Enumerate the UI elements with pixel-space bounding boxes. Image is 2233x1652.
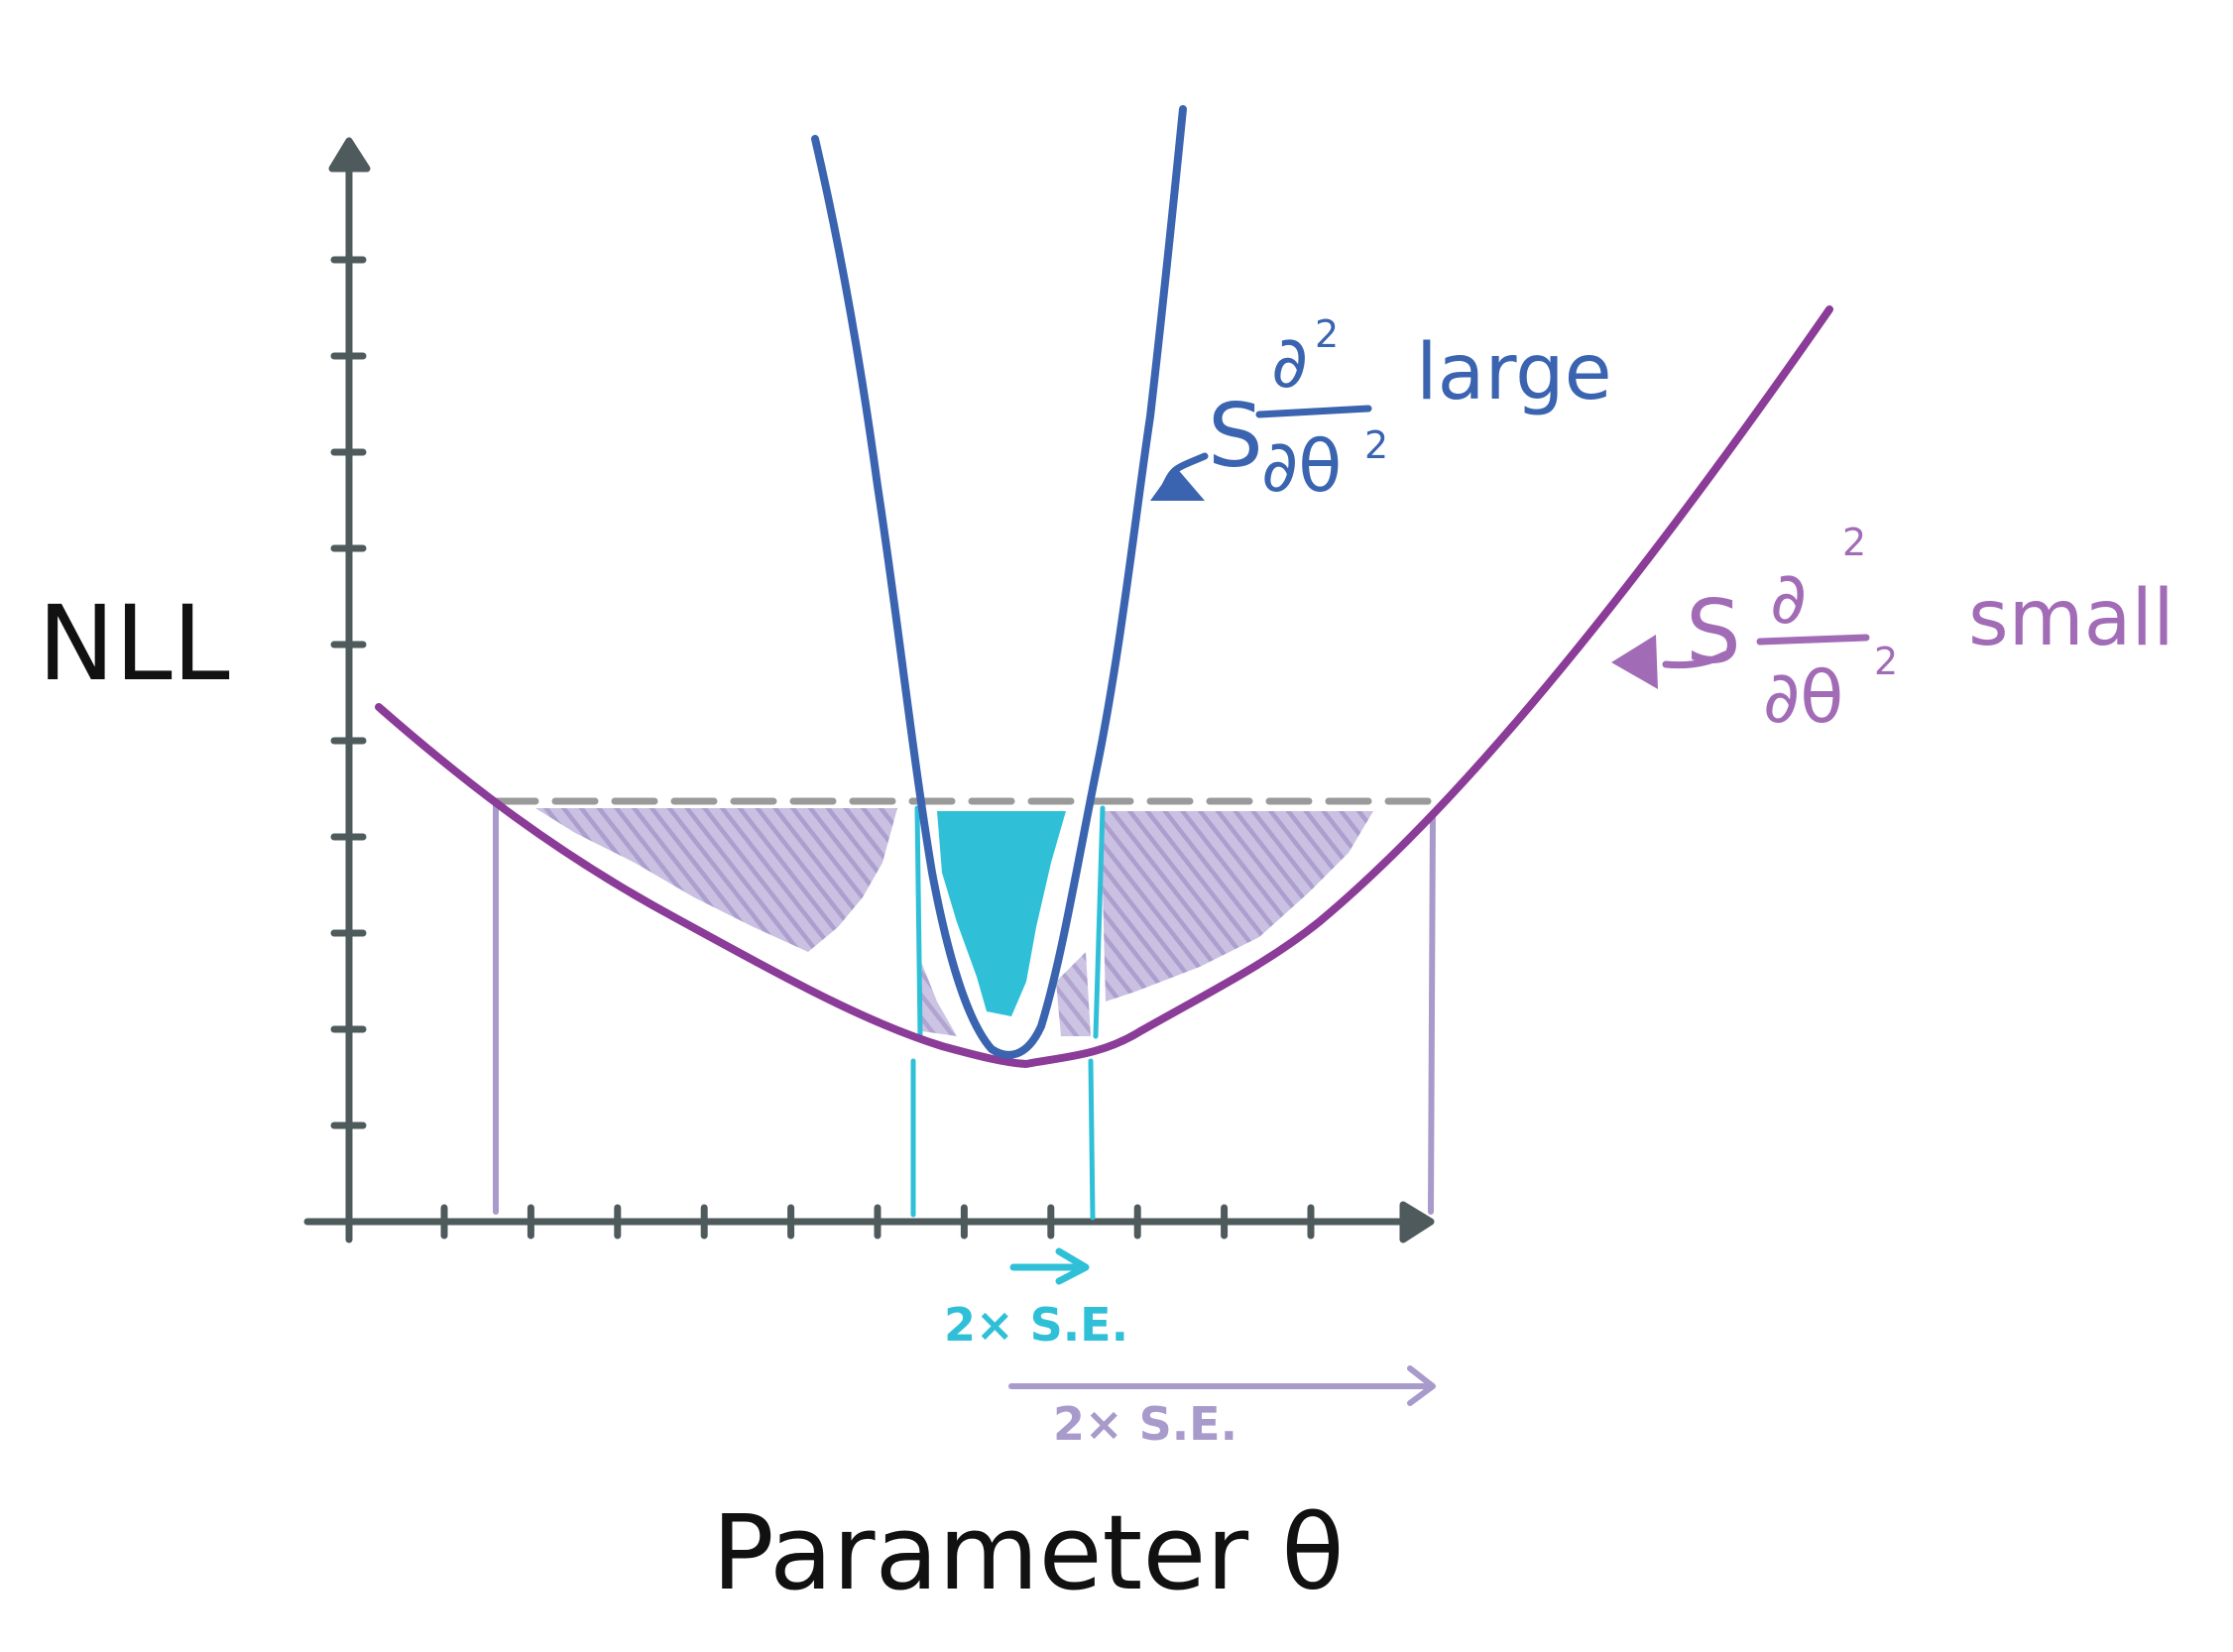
- interval-small-label: 2× S.E.: [1053, 1397, 1237, 1451]
- interval-large-right-line-upper: [1093, 805, 1106, 1039]
- annotation-small-numerator-exponent: 2: [1842, 521, 1866, 564]
- annotation-large-fraction-bar: [1255, 405, 1372, 418]
- annotation-small-denominator-exponent: 2: [1874, 640, 1898, 683]
- interval-small-right-line: [1428, 810, 1436, 1215]
- interval-large-verticals: [910, 805, 1106, 1221]
- hatch-small-right: [1101, 811, 1373, 1002]
- interval-large-arrowhead: [1055, 1247, 1090, 1285]
- hatch-small-center: [917, 952, 1091, 1036]
- y-axis-ticks: [330, 256, 367, 1129]
- annotation-large-denominator-exponent: 2: [1364, 423, 1388, 467]
- interval-small-annotation: 2× S.E.: [1008, 1365, 1436, 1451]
- y-axis-label: NLL: [38, 583, 230, 704]
- annotation-large-numerator: ∂: [1271, 320, 1308, 404]
- interval-large-label: 2× S.E.: [944, 1298, 1128, 1352]
- annotation-small-arrow: [1662, 650, 1729, 669]
- annotation-small-denominator: ∂θ: [1763, 655, 1843, 739]
- annotation-large: S ∂ 2 ∂θ 2 large: [1150, 312, 1612, 508]
- axes: [303, 137, 1435, 1243]
- nll-curve-large-curvature: [811, 105, 1187, 1059]
- interval-small-arrowhead: [1407, 1365, 1436, 1406]
- annotation-large-descriptor: large: [1416, 328, 1612, 417]
- interval-large-right-line-lower: [1088, 1058, 1096, 1221]
- annotation-small: S ∂ 2 ∂θ 2 small: [1611, 521, 2174, 739]
- y-axis-arrowhead: [328, 137, 371, 173]
- annotation-small-numerator: ∂: [1770, 556, 1807, 640]
- interval-large-left-line-upper: [914, 805, 923, 1039]
- annotation-large-numerator-exponent: 2: [1315, 312, 1339, 356]
- annotation-small-fraction-bar: [1756, 634, 1870, 646]
- annotation-small-arrowhead: [1611, 635, 1658, 689]
- x-axis-ticks: [440, 1204, 1315, 1239]
- interval-small-verticals: [493, 802, 1436, 1215]
- annotation-large-denominator: ∂θ: [1261, 424, 1342, 508]
- annotation-large-arrowhead: [1150, 466, 1205, 501]
- interval-large-annotation: 2× S.E.: [944, 1247, 1128, 1352]
- fill-large-center: [937, 811, 1066, 1016]
- annotation-small-descriptor: small: [1968, 574, 2174, 663]
- shaded-regions: [535, 808, 1373, 1036]
- annotation-large-second-derivative-integral-symbol: S: [1208, 385, 1263, 487]
- x-axis-label: Parameter θ: [712, 1492, 1345, 1613]
- annotation-small-second-derivative-integral-symbol: S: [1686, 581, 1741, 683]
- hatch-small-left: [535, 808, 897, 952]
- nll-curve-small-curvature: [375, 305, 1833, 1068]
- x-axis-arrowhead: [1399, 1201, 1435, 1243]
